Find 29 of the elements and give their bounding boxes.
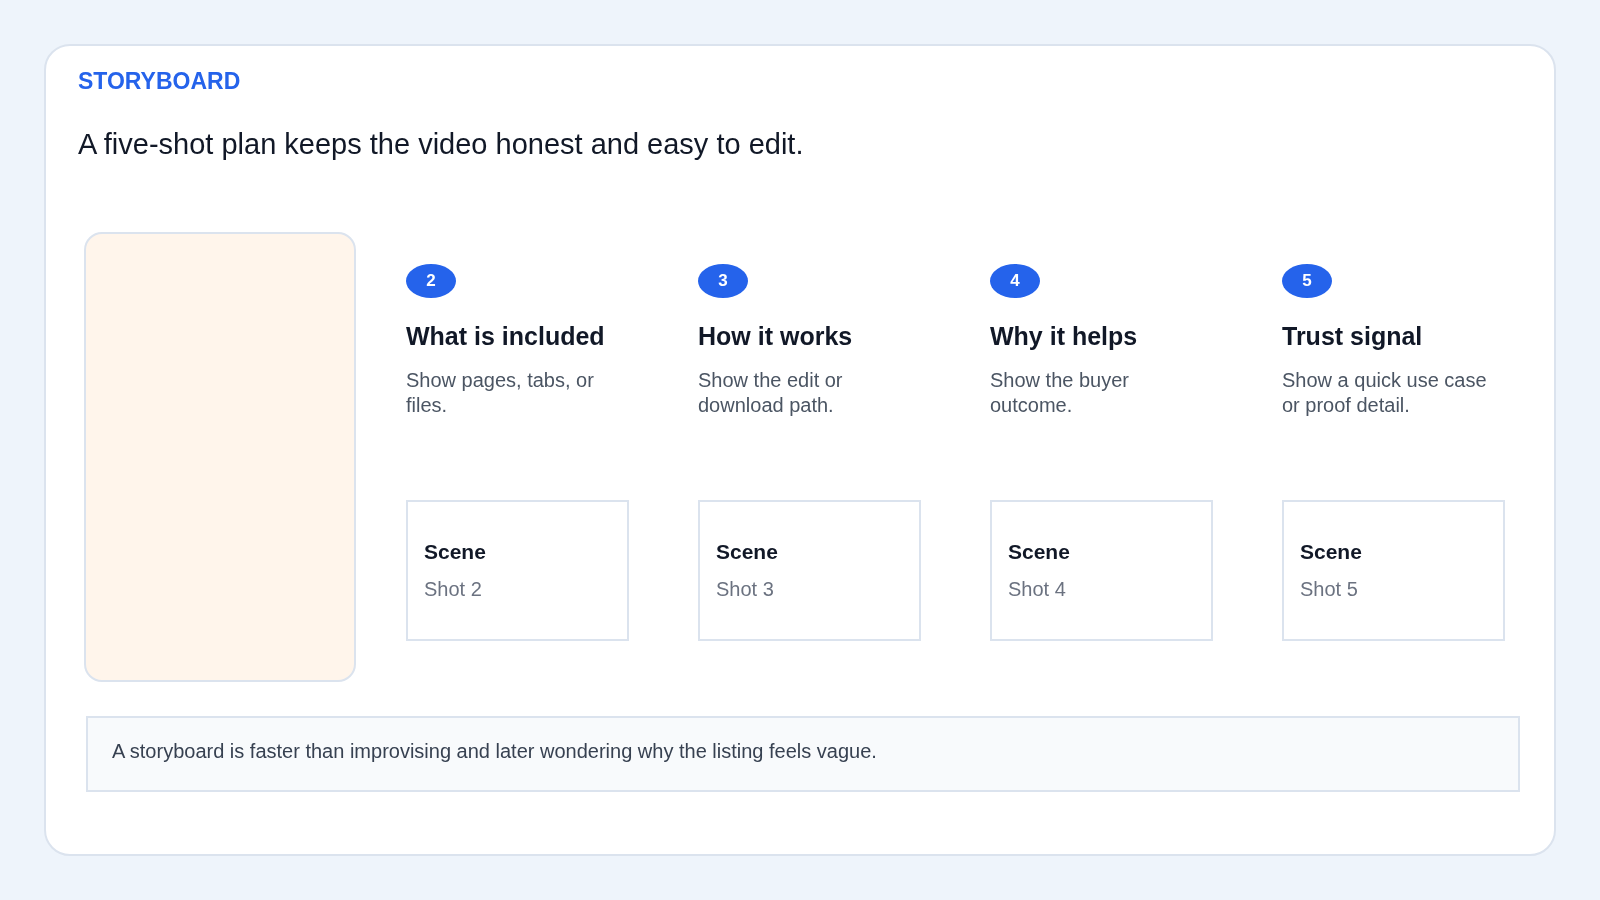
scene-title: Scene — [1300, 540, 1362, 564]
shot-number: Shot 5 — [1300, 578, 1358, 601]
scene-box — [406, 500, 629, 641]
shot-number: Shot 4 — [1008, 578, 1066, 601]
step-badge: 2 — [406, 264, 456, 298]
scene-title: Scene — [424, 540, 486, 564]
shot-description: Show the buyer outcome. — [990, 368, 1130, 418]
scene-title: Scene — [716, 540, 778, 564]
note-box — [86, 716, 1520, 792]
shot-description: Show a quick use case or proof detail. — [1282, 368, 1488, 418]
scene-title: Scene — [1008, 540, 1070, 564]
shot-title: Why it helps — [990, 322, 1138, 351]
scene-box — [1282, 500, 1505, 641]
note-text: A storyboard is faster than improvising and later wondering why the listing feels vague. — [112, 740, 877, 763]
shot-number: Shot 2 — [424, 578, 482, 601]
scene-box — [698, 500, 921, 641]
shot-number: Shot 3 — [716, 578, 774, 601]
step-badge: 5 — [1282, 264, 1332, 298]
shot-description: Show the edit or download path. — [698, 368, 844, 418]
shot-title: Trust signal — [1282, 322, 1423, 351]
step-badge: 4 — [990, 264, 1040, 298]
shot-title: How it works — [698, 322, 853, 351]
heading: A five-shot plan keeps the video honest and easy to edit. — [78, 128, 804, 161]
step-badge: 3 — [698, 264, 748, 298]
shot-title: What is included — [406, 322, 605, 351]
placeholder-card — [84, 232, 356, 682]
scene-box — [990, 500, 1213, 641]
shot-description: Show pages, tabs, or files. — [406, 368, 595, 418]
eyebrow-label: STORYBOARD — [78, 68, 241, 95]
